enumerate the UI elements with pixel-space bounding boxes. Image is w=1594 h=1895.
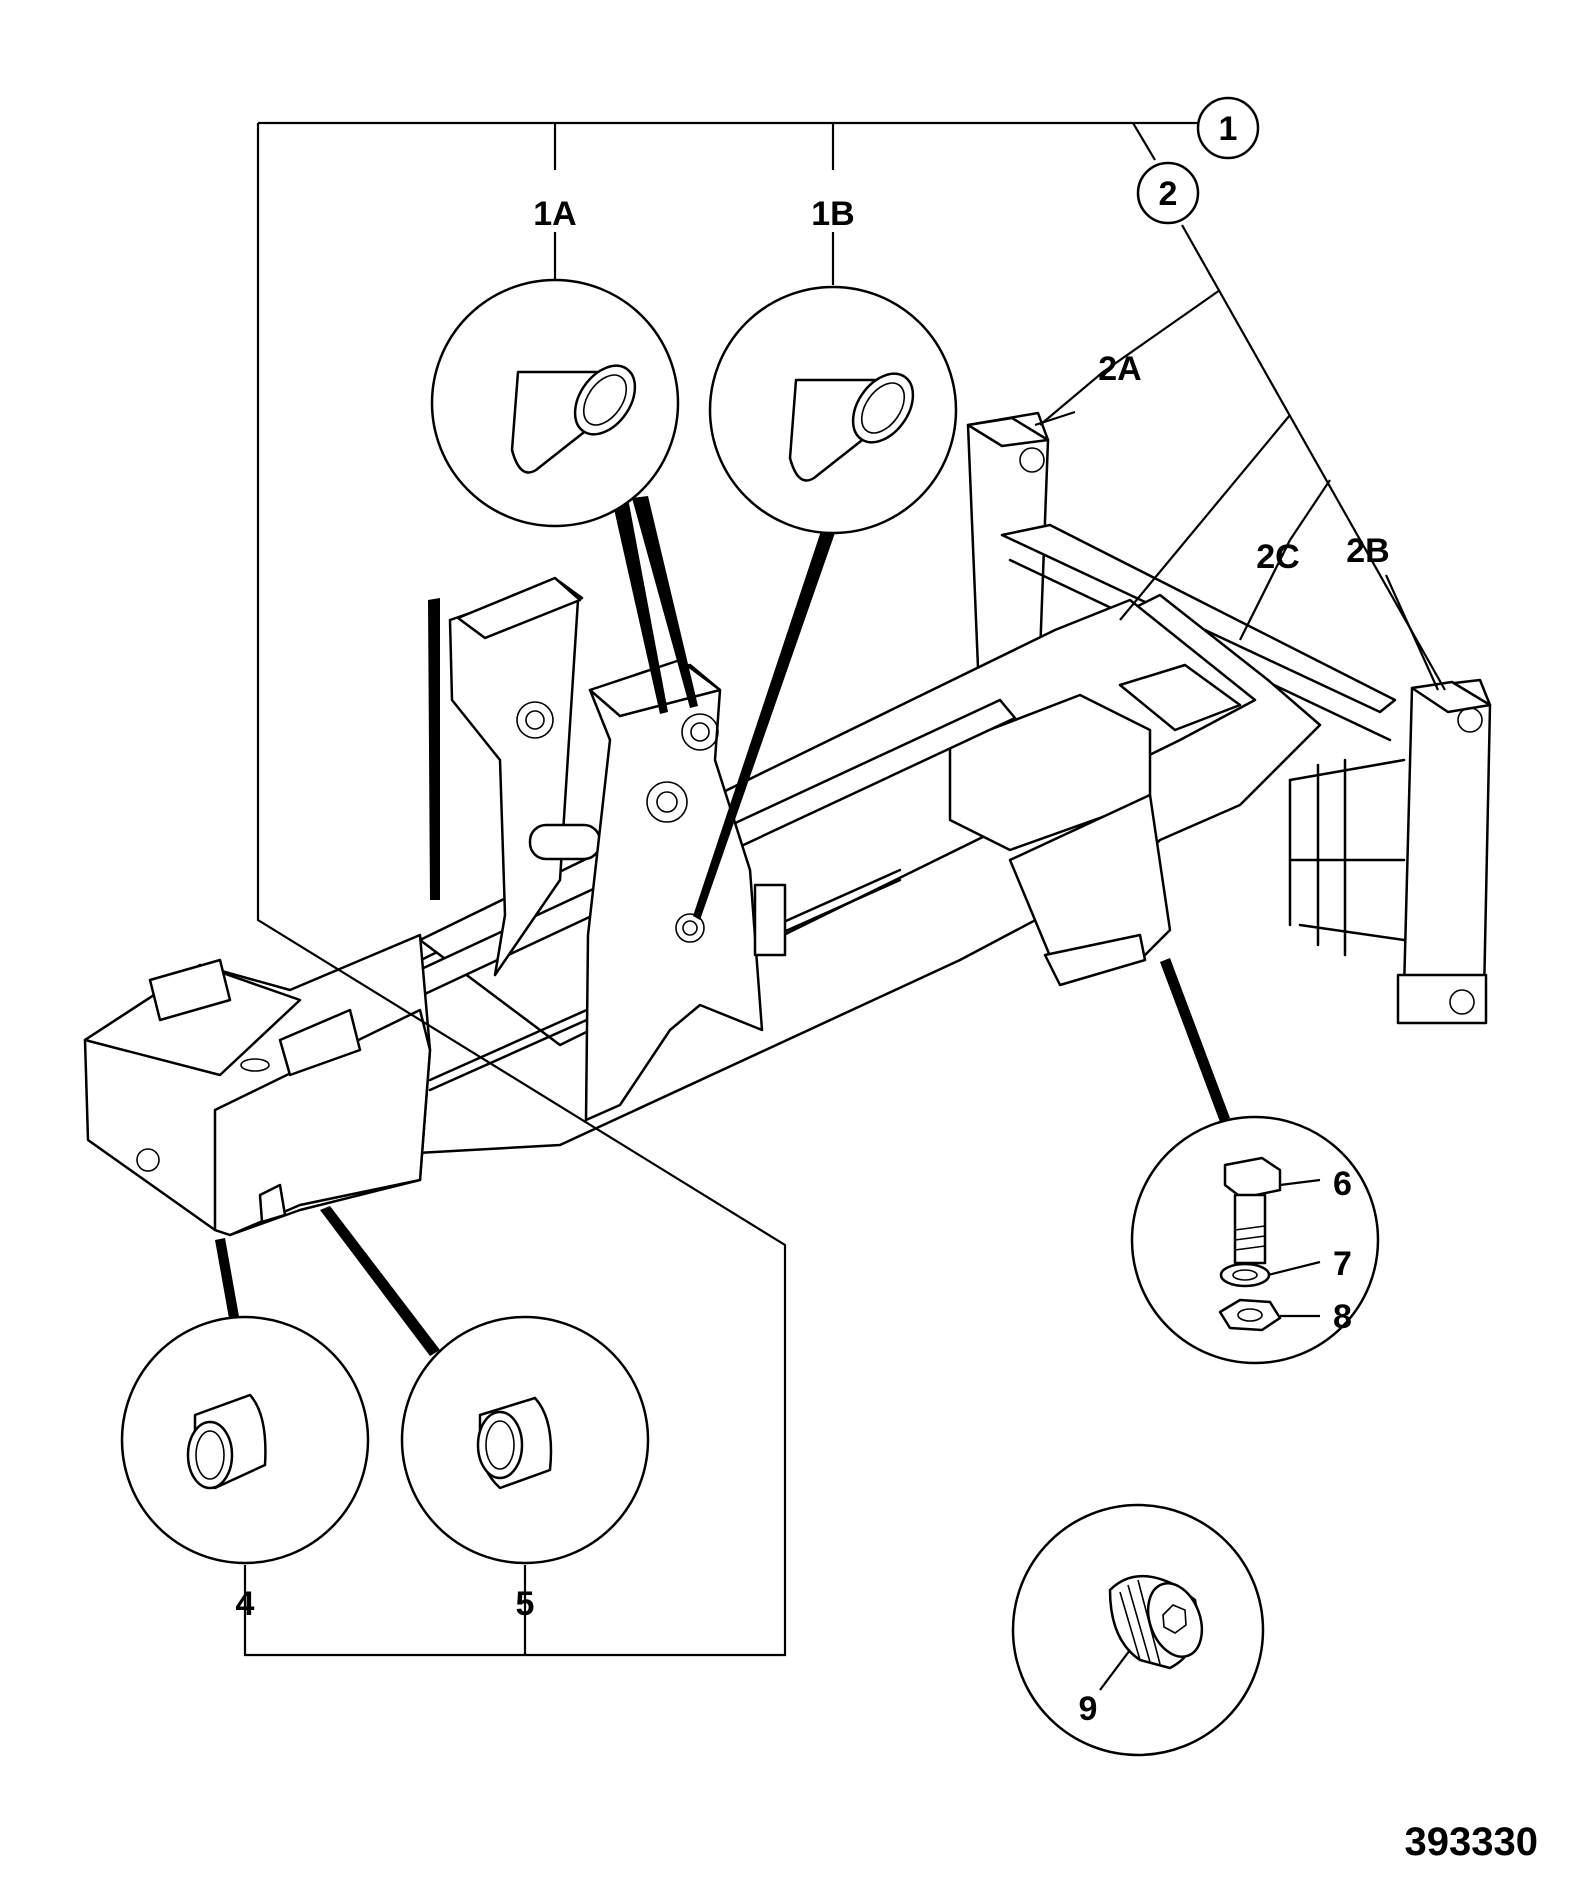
callout-6-label: 6 xyxy=(1333,1165,1352,1203)
detail-bubble-5 xyxy=(400,1315,650,1565)
callout-2a-label: 2A xyxy=(1098,350,1141,388)
callout-1a-label: 1A xyxy=(533,195,576,233)
callout-2b-label: 2B xyxy=(1346,532,1389,570)
callout-1: 1 xyxy=(1196,96,1260,160)
callout-5-label: 5 xyxy=(516,1585,535,1623)
callout-7-label: 7 xyxy=(1333,1245,1352,1283)
callout-2: 2 xyxy=(1136,161,1200,225)
callout-1-label: 1 xyxy=(1219,110,1238,148)
detail-bubble-1b xyxy=(708,285,958,535)
callout-9-label: 9 xyxy=(1079,1690,1098,1728)
detail-bubble-4 xyxy=(120,1315,370,1565)
callout-1b-label: 1B xyxy=(811,195,854,233)
drawing-number: 393330 xyxy=(1405,1820,1538,1864)
chassis-frame xyxy=(83,411,1492,1237)
callout-4-label: 4 xyxy=(236,1585,255,1623)
callout-2-label: 2 xyxy=(1159,175,1178,213)
callout-2c-label: 2C xyxy=(1256,538,1299,576)
detail-bubble-6-7-8 xyxy=(1130,1115,1380,1365)
detail-bubble-9 xyxy=(1011,1503,1265,1757)
callout-leaders xyxy=(215,121,1446,1657)
detail-bubble-1a xyxy=(430,278,680,528)
callout-8-label: 8 xyxy=(1333,1298,1352,1336)
